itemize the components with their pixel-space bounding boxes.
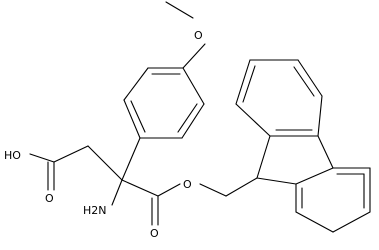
acid-c-oh-bond — [29, 153, 55, 163]
fluorene-five-ring — [256, 135, 334, 185]
ester-carbonyl-oxygen-label: O — [150, 227, 159, 240]
acid-hydroxyl-label: HO — [4, 149, 21, 162]
ester-o-ch2-bond — [199, 183, 227, 197]
quaternary-aryl-bond — [121, 137, 141, 181]
quaternary-ester-carbon-bond — [121, 179, 159, 197]
quaternary-amine-bond — [111, 179, 123, 206]
methyl-bond — [165, 1, 194, 19]
ester-c-o-bond — [157, 183, 181, 197]
methoxy-o-aryl-bond — [182, 43, 206, 69]
fluorene-upper-ring — [235, 59, 323, 137]
methoxy-oxygen-label: O — [194, 29, 203, 42]
amine-label: H2N — [83, 204, 107, 217]
ch2-acid-carbon-bond — [53, 145, 89, 163]
ch2-fluorenyl-bond — [225, 177, 258, 197]
acid-carbonyl-oxygen-label: O — [45, 192, 54, 205]
ester-oxygen-label: O — [183, 178, 192, 191]
fluorene-lower-ring — [295, 167, 371, 233]
methoxyphenyl-ring — [123, 67, 205, 139]
quaternary-ch2-bond — [87, 145, 123, 181]
